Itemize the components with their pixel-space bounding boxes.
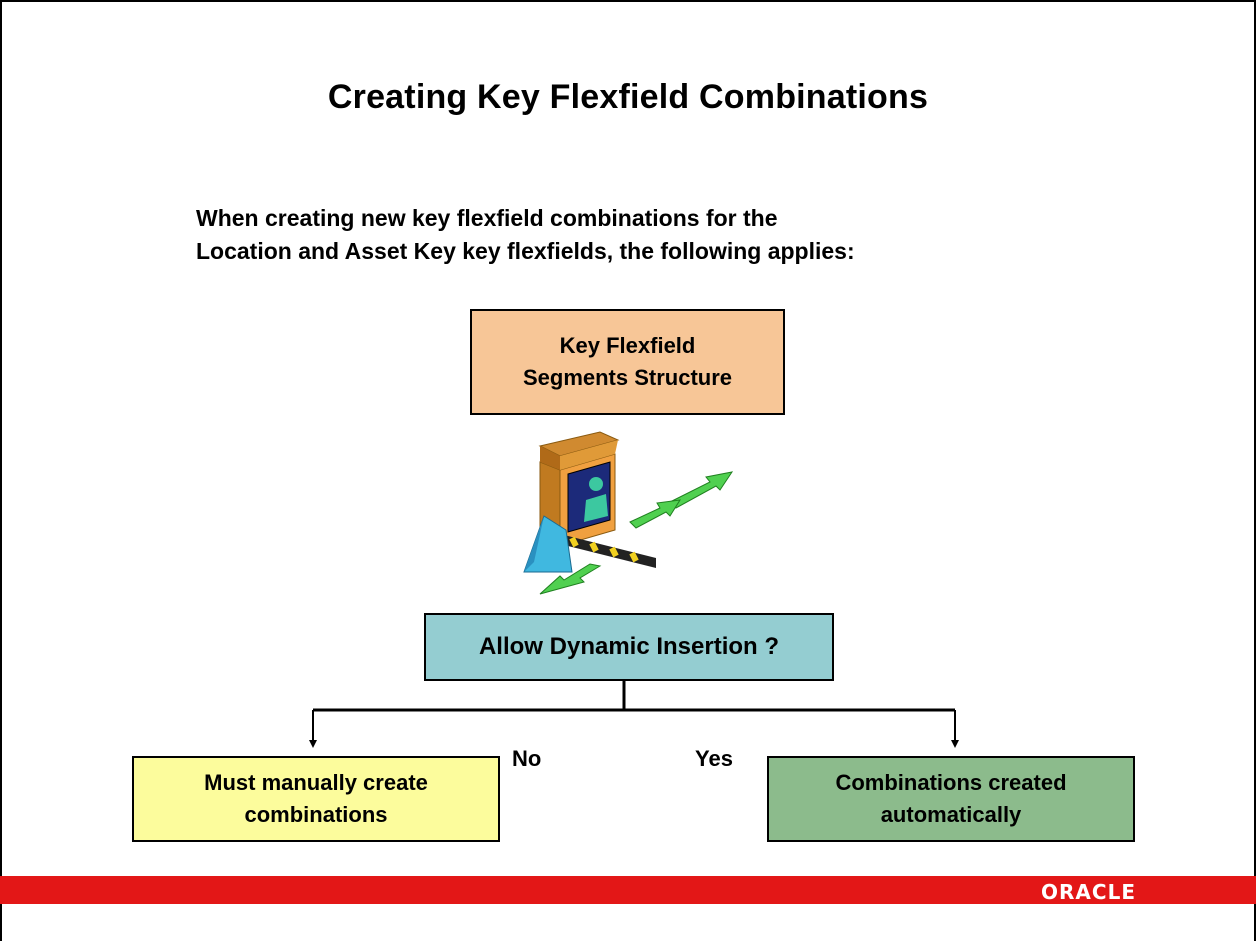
intro-line-1: When creating new key flexfield combinat… <box>196 205 778 231</box>
oracle-logo: ORACLE <box>1041 880 1136 904</box>
manual-box-line-1: Must manually create <box>204 770 428 795</box>
slide-title: Creating Key Flexfield Combinations <box>327 78 929 116</box>
footer-band: ORACLE <box>0 876 1256 904</box>
intro-text: When creating new key flexfield combinat… <box>196 202 1096 268</box>
intro-line-2: Location and Asset Key key flexfields, t… <box>196 238 855 264</box>
dynamic-insertion-question-box: Allow Dynamic Insertion ? <box>424 613 834 681</box>
structure-box-line-1: Key Flexfield <box>559 333 696 358</box>
auto-box-line-2: automatically <box>880 802 1022 827</box>
auto-box-line-1: Combinations created <box>835 770 1067 795</box>
branch-no-label: No <box>512 746 542 771</box>
structure-box: Key Flexfield Segments Structure <box>470 309 785 415</box>
automatic-combinations-box: Combinations created automatically <box>767 756 1135 842</box>
branch-yes-label: Yes <box>695 746 733 771</box>
manual-box-line-2: combinations <box>244 802 388 827</box>
manual-combinations-box: Must manually create combinations <box>132 756 500 842</box>
toll-gate-icon <box>523 431 734 595</box>
structure-box-line-2: Segments Structure <box>522 365 733 390</box>
